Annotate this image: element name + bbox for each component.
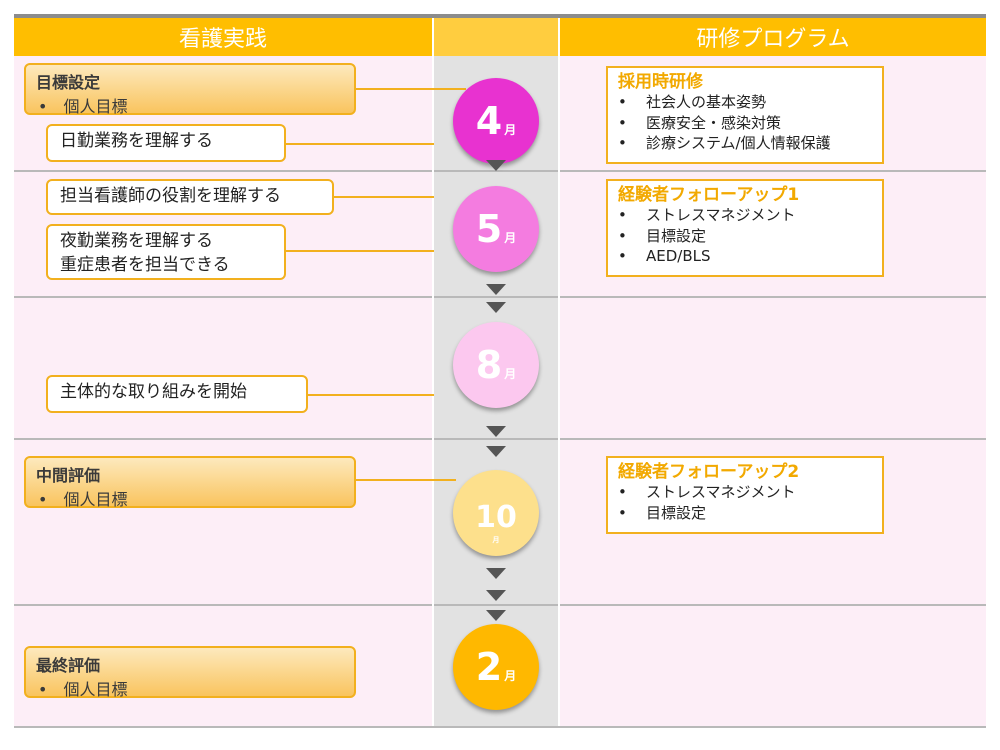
column-divider — [558, 18, 560, 726]
program-title: 経験者フォローアップ2 — [618, 462, 800, 482]
task-line: 担当看護師の役割を理解する — [60, 186, 281, 206]
bullet: • — [618, 133, 627, 152]
bullet: • — [618, 483, 627, 502]
month-number: 2 — [475, 645, 503, 689]
row-separator — [14, 296, 986, 298]
month-unit: 月 — [504, 231, 517, 245]
month-number: 5 — [475, 207, 503, 251]
goal-item: • 個人目標 — [38, 680, 128, 699]
arrow-down-icon — [486, 426, 506, 437]
connector-line — [356, 88, 466, 90]
program-item: •診療システム/個人情報保護 — [618, 133, 831, 152]
month-number: 8 — [475, 343, 503, 387]
goal-title: 中間評価 — [36, 466, 101, 485]
task-line: 主体的な取り組みを開始 — [60, 382, 247, 402]
month-unit: 月 — [504, 367, 517, 381]
program-item: •AED/BLS — [618, 246, 711, 265]
arrow-down-icon — [486, 568, 506, 579]
goal-item: • 個人目標 — [38, 97, 128, 116]
bullet: • — [618, 206, 627, 225]
row-separator — [14, 170, 986, 172]
program-item: •医療安全・感染対策 — [618, 113, 782, 132]
header-practice: 看護実践 — [14, 18, 432, 56]
task-box-initiative: 主体的な取り組みを開始 — [46, 375, 308, 413]
program-item: •ストレスマネジメント — [618, 206, 796, 225]
bullet: • — [618, 246, 627, 265]
connector-line — [334, 196, 434, 198]
goal-title: 最終評価 — [36, 656, 101, 675]
program-box-orientation: 採用時研修 •社会人の基本姿勢 •医療安全・感染対策 •診療システム/個人情報保… — [606, 66, 884, 164]
program-item: •社会人の基本姿勢 — [618, 93, 767, 112]
task-line: 夜勤業務を理解する — [60, 231, 213, 251]
column-divider — [432, 18, 434, 726]
bullet: • — [618, 503, 627, 522]
header-timeline — [434, 18, 558, 56]
arrow-down-icon — [486, 284, 506, 295]
program-item: •ストレスマネジメント — [618, 483, 796, 502]
month-unit: 月 — [504, 123, 517, 137]
arrow-down-icon — [486, 590, 506, 601]
bullet: • — [618, 93, 627, 112]
task-line: 重症患者を担当できる — [60, 254, 230, 275]
program-title: 経験者フォローアップ1 — [618, 185, 800, 205]
header-training: 研修プログラム — [560, 18, 986, 56]
task-box-nurse-role: 担当看護師の役割を理解する — [46, 179, 334, 215]
program-item: •目標設定 — [618, 503, 707, 522]
goal-item: • 個人目標 — [38, 490, 128, 509]
bullet: • — [618, 226, 627, 245]
month-unit: 月 — [504, 669, 517, 683]
bullet: • — [618, 113, 627, 132]
row-separator — [14, 438, 986, 440]
arrow-down-icon — [486, 160, 506, 171]
goal-box-final: 最終評価 • 個人目標 — [24, 646, 356, 699]
month-number: 4 — [475, 99, 503, 143]
row-separator — [14, 604, 986, 606]
program-box-followup-1: 経験者フォローアップ1 •ストレスマネジメント •目標設定 •AED/BLS — [606, 179, 884, 277]
task-box-night-shift: 夜勤業務を理解する 重症患者を担当できる — [46, 224, 286, 280]
arrow-down-icon — [486, 610, 506, 621]
connector-line — [286, 143, 434, 145]
connector-line — [308, 394, 434, 396]
arrow-down-icon — [486, 302, 506, 313]
program-item: •目標設定 — [618, 226, 707, 245]
row-separator — [14, 726, 986, 728]
connector-line — [356, 479, 456, 481]
program-title: 採用時研修 — [618, 72, 703, 92]
arrow-down-icon — [486, 446, 506, 457]
goal-title: 目標設定 — [36, 73, 101, 92]
header-top-line — [14, 14, 986, 18]
task-box-day-shift: 日勤業務を理解する — [46, 124, 286, 162]
task-line: 日勤業務を理解する — [60, 131, 213, 151]
goal-box-midterm: 中間評価 • 個人目標 — [24, 456, 356, 509]
month-unit: 月 — [492, 536, 500, 544]
program-box-followup-2: 経験者フォローアップ2 •ストレスマネジメント •目標設定 — [606, 456, 884, 534]
goal-box-setting: 目標設定 • 個人目標 — [24, 63, 356, 116]
connector-line — [286, 250, 434, 252]
month-number: 10 — [475, 500, 517, 535]
